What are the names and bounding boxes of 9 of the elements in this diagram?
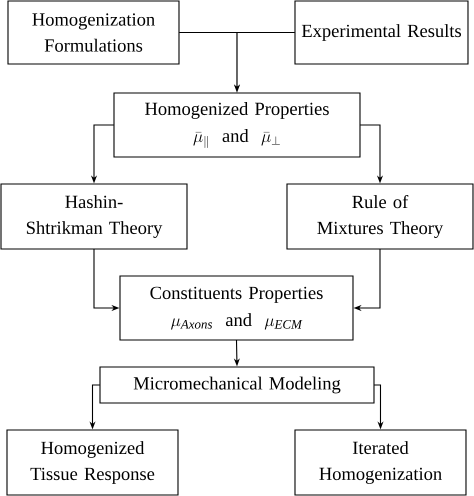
- process-box: Iterated Homogenization: [294, 429, 467, 496]
- process-box: Homogenized Properties $\bar{\mu}_{\parallel}\ \ \mathrm{and}\ \ \bar{\mu}_{\perp}$: [113, 92, 361, 158]
- process-box: Homogenization Formulations: [7, 0, 180, 65]
- process-box: Rule of Mixtures Theory: [286, 183, 474, 250]
- process-box: Experimental Results: [294, 0, 469, 65]
- process-box: Hashin-Shtrikman Theory: [0, 183, 188, 250]
- process-box: Homogenized Tissue Response: [6, 429, 179, 496]
- process-box: Micromechanical Modeling: [99, 366, 375, 404]
- process-box: Constituents Properties $\mu_{\mathit{Axons}}\ \ \mathrm{and}\ \ \mu_{\mathit{ECM}}$: [119, 275, 354, 341]
